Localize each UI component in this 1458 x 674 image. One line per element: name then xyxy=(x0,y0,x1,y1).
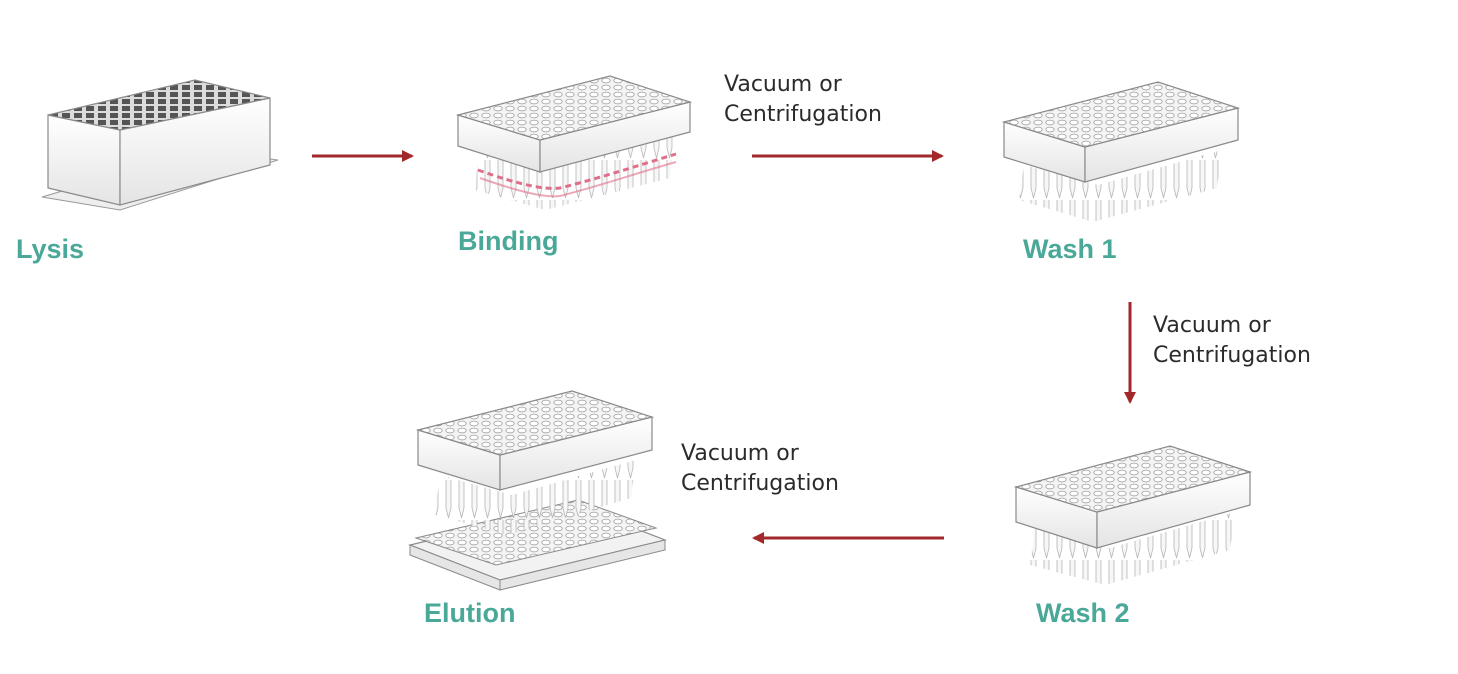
transfer-note-line2: Centrifugation xyxy=(724,102,882,127)
transfer-note-wash2-to-elution: Vacuum or Centrifugation xyxy=(681,439,839,499)
filter-plate-icon xyxy=(1013,445,1253,585)
step-label-wash2: Wash 2 xyxy=(1036,598,1130,628)
filter-plate-icon xyxy=(455,75,693,210)
step-label-lysis: Lysis xyxy=(16,234,85,264)
filter-plate-icon xyxy=(1001,81,1241,222)
transfer-note-line2: Centrifugation xyxy=(681,471,839,496)
step-label-wash1: Wash 1 xyxy=(1023,234,1117,264)
transfer-note-wash1-to-wash2: Vacuum or Centrifugation xyxy=(1153,311,1311,371)
transfer-note-line1: Vacuum or xyxy=(724,72,842,97)
transfer-note-line2: Centrifugation xyxy=(1153,343,1311,368)
transfer-note-line1: Vacuum or xyxy=(681,441,799,466)
transfer-note-binding-to-wash1: Vacuum or Centrifugation xyxy=(724,70,882,130)
filter-plate-over-collection-plate-icon xyxy=(408,390,667,591)
deep-well-plate-icon xyxy=(41,79,279,211)
step-label-binding: Binding xyxy=(458,226,559,256)
transfer-note-line1: Vacuum or xyxy=(1153,313,1271,338)
step-label-elution: Elution xyxy=(424,598,516,628)
